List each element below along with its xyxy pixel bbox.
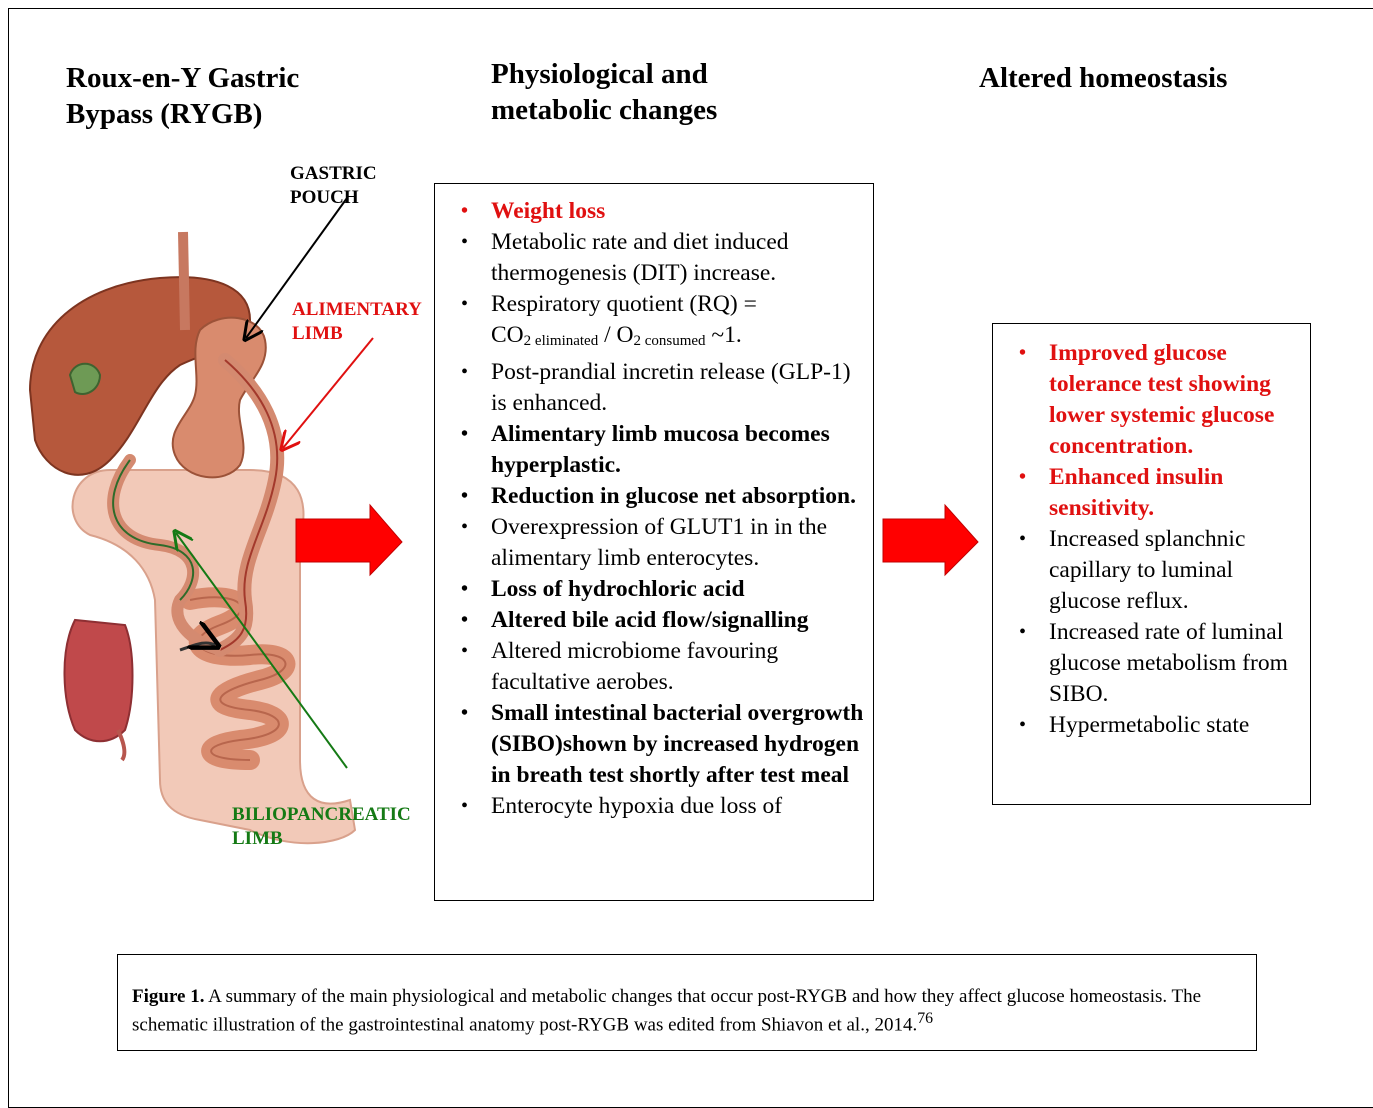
change-glut1: Overexpression of GLUT1 in in the alimen… <box>435 512 873 574</box>
homeostasis-metabolism: Increased rate of luminal glucose metabo… <box>993 617 1310 710</box>
label-biliopancreatic-limb: BILIOPANCREATIC LIMB <box>232 803 452 851</box>
caption-text: A summary of the main physiological and … <box>132 986 1201 1035</box>
change-hyperplastic: Alimentary limb mucosa becomes hyperplas… <box>435 419 873 481</box>
rq-co2: CO <box>491 322 524 348</box>
caption-label: Figure 1. <box>132 986 204 1007</box>
appendix-shape <box>118 730 124 760</box>
change-glucose-absorption: Reduction in glucose net absorption. <box>435 481 873 512</box>
flow-arrow-left <box>296 505 402 575</box>
heading-rygb: Roux-en-Y Gastric Bypass (RYGB) <box>66 60 366 132</box>
change-microbiome: Altered microbiome favouring facultative… <box>435 636 873 698</box>
rq-separator: / O <box>598 322 633 348</box>
figure-caption: Figure 1. A summary of the main physiolo… <box>117 954 1257 1051</box>
rectum-shape <box>64 620 132 741</box>
rq-tail: ~1. <box>706 322 742 348</box>
homeostasis-insulin: Enhanced insulin sensitivity. <box>993 462 1310 524</box>
change-weight-loss: Weight loss <box>435 196 873 227</box>
change-sibo: Small intestinal bacterial overgrowth (S… <box>435 698 873 791</box>
changes-list: Weight loss Metabolic rate and diet indu… <box>435 184 873 822</box>
homeostasis-hypermetabolic: Hypermetabolic state <box>993 710 1310 741</box>
change-hypoxia: Enterocyte hypoxia due loss of <box>435 791 873 822</box>
heading-changes: Physiological and metabolic changes <box>491 56 791 128</box>
label-gastric-pouch: GASTRIC POUCH <box>290 162 410 210</box>
homeostasis-gtt: Improved glucose tolerance test showing … <box>993 338 1310 462</box>
rq-sub-consumed: 2 consumed <box>633 333 705 349</box>
rq-sub-eliminated: 2 eliminated <box>524 333 599 349</box>
heading-homeostasis: Altered homeostasis <box>979 60 1299 96</box>
changes-box: Weight loss Metabolic rate and diet indu… <box>434 183 874 901</box>
caption-reference: 76 <box>917 1010 933 1027</box>
homeostasis-box: Improved glucose tolerance test showing … <box>992 323 1311 805</box>
flow-arrow-right <box>883 505 978 575</box>
rq-prefix: Respiratory quotient (RQ) = <box>491 291 757 317</box>
esophagus <box>183 232 185 330</box>
change-bile: Altered bile acid flow/signalling <box>435 605 873 636</box>
alimentary-limb-arrow <box>283 338 373 448</box>
homeostasis-list: Improved glucose tolerance test showing … <box>993 324 1310 741</box>
homeostasis-splanchnic: Increased splanchnic capillary to lumina… <box>993 524 1310 617</box>
change-hcl: Loss of hydrochloric acid <box>435 574 873 605</box>
change-incretin: Post-prandial incretin release (GLP-1) i… <box>435 357 873 419</box>
change-respiratory-quotient: Respiratory quotient (RQ) = CO2 eliminate… <box>435 289 873 357</box>
change-metabolic-rate: Metabolic rate and diet induced thermoge… <box>435 227 873 289</box>
